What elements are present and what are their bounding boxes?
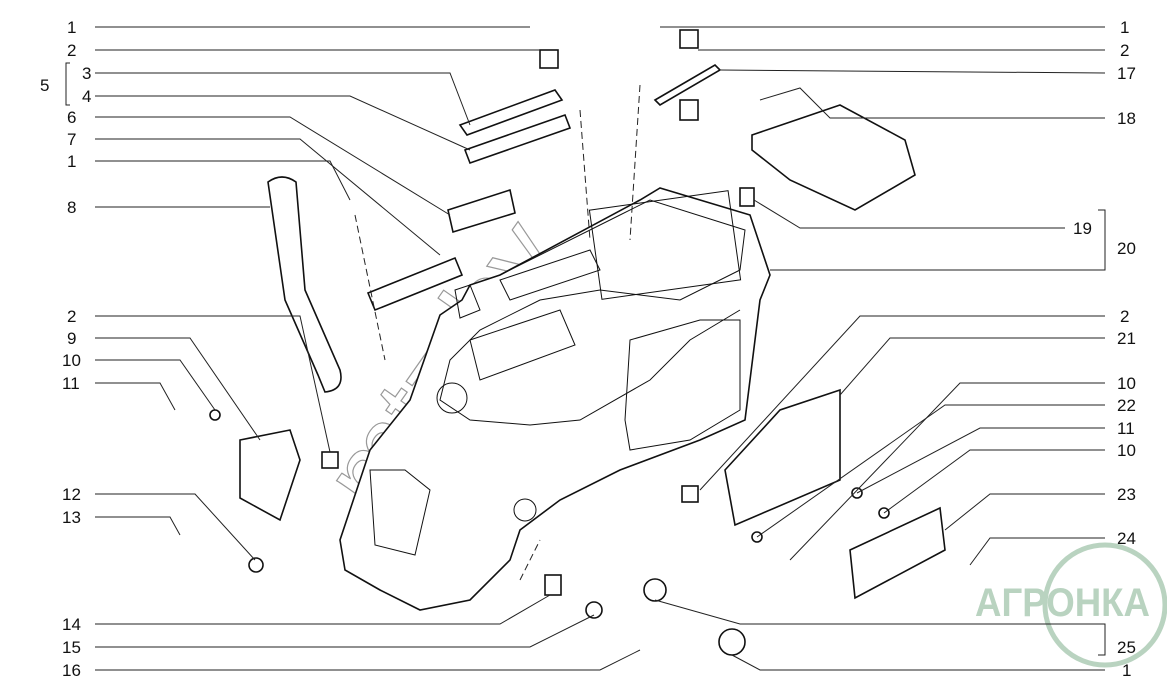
callout-label: 14 xyxy=(62,615,81,634)
callout-label: 21 xyxy=(1117,329,1136,348)
svg-text:АГРОНКА: АГРОНКА xyxy=(975,581,1150,625)
right-leaders xyxy=(354,26,1106,671)
callout-label: 24 xyxy=(1117,529,1136,548)
callout-label: 6 xyxy=(67,108,76,127)
callout-label: 25 xyxy=(1117,638,1136,657)
callout-label: 13 xyxy=(62,508,81,527)
callout-label: 16 xyxy=(62,661,81,680)
callout-label: 2 xyxy=(1120,41,1129,60)
left-leaders xyxy=(65,26,641,671)
callout-label: 19 xyxy=(1073,219,1092,238)
callout-label: 12 xyxy=(62,485,81,504)
callout-label: 1 xyxy=(1120,18,1129,37)
side-covers xyxy=(209,388,946,656)
logo: АГРОНКА xyxy=(975,542,1167,668)
callout-label: 10 xyxy=(62,351,81,370)
callout-label: 15 xyxy=(62,638,81,657)
callout-label: 1 xyxy=(67,18,76,37)
callout-label: 10 xyxy=(1117,441,1136,460)
callout-label: 4 xyxy=(82,87,91,106)
callout-label: 9 xyxy=(67,329,76,348)
callout-label: 23 xyxy=(1117,485,1136,504)
callout-label: 8 xyxy=(67,198,76,217)
callout-label: 10 xyxy=(1117,374,1136,393)
callout-label: 2 xyxy=(1120,307,1129,326)
console-panel xyxy=(339,187,771,611)
callout-label: 3 xyxy=(82,64,91,83)
callout-label: 22 xyxy=(1117,396,1136,415)
callout-label: 2 xyxy=(67,41,76,60)
callout-label: 11 xyxy=(1117,419,1135,438)
left-labels: 1 2 3 4 5 6 7 1 8 2 9 10 11 12 13 14 15 … xyxy=(40,18,91,680)
callout-label: 7 xyxy=(67,130,76,149)
callout-label: 2 xyxy=(67,307,76,326)
callout-label: 1 xyxy=(1122,661,1131,680)
callout-label: 5 xyxy=(40,76,49,95)
right-labels: 1 2 17 18 19 20 2 21 10 22 11 10 23 24 2… xyxy=(1073,18,1136,680)
callout-label: 17 xyxy=(1117,64,1136,83)
trim-plates xyxy=(366,29,916,312)
callout-label: 1 xyxy=(67,152,76,171)
callout-label: 20 xyxy=(1117,239,1136,258)
callout-label: 18 xyxy=(1117,109,1136,128)
air-duct xyxy=(267,176,342,393)
callout-label: 11 xyxy=(62,374,80,393)
